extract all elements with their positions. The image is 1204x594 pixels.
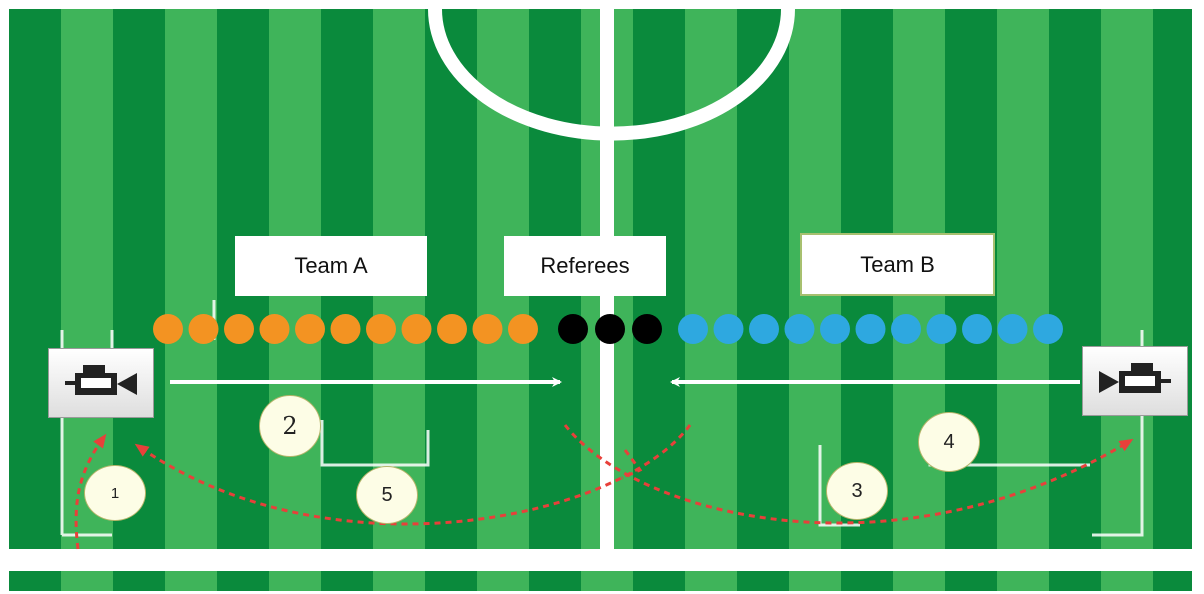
pitch-stripe <box>165 9 217 591</box>
pitch-stripe <box>1101 9 1153 591</box>
team-b-player-dot <box>926 314 957 344</box>
step-1-badge: 1 <box>84 465 146 521</box>
step-5-badge: 5 <box>356 466 418 524</box>
team-b-player-dot <box>1033 314 1063 344</box>
team-b-label: Team B <box>800 233 995 296</box>
team-a-player-dot <box>188 314 219 344</box>
touchline <box>9 549 1192 571</box>
video-camera-icon <box>48 348 154 418</box>
team-b-player-dot <box>820 314 850 344</box>
team-a-player-dot <box>330 314 361 344</box>
referee-dot <box>632 314 662 344</box>
team-b-player-dot <box>891 314 921 344</box>
path-step-1 <box>74 433 107 550</box>
pitch-stripe <box>269 9 321 591</box>
team-b-player-dot <box>997 314 1028 344</box>
player-row <box>153 314 1063 344</box>
referees-label: Referees <box>504 236 666 296</box>
referee-dot <box>595 314 625 344</box>
pitch-stripe <box>997 9 1049 591</box>
team-a-player-dot <box>295 314 325 344</box>
team-a-player-dot <box>472 314 503 344</box>
step-4-badge: 4 <box>918 412 980 472</box>
path-step-5 <box>134 424 692 526</box>
team-a-player-dot <box>437 314 467 344</box>
team-b-player-dot <box>713 314 744 344</box>
team-b-player-dot <box>784 314 815 344</box>
pitch-stripe <box>893 9 945 591</box>
video-camera-icon <box>1082 346 1188 416</box>
team-a-player-dot <box>153 314 183 344</box>
team-a-player-dot <box>401 314 432 344</box>
team-b-player-dot <box>962 314 992 344</box>
team-a-player-dot <box>366 314 396 344</box>
team-a-player-dot <box>259 314 290 344</box>
step-2-badge: 2 <box>259 395 321 457</box>
path-step-3 <box>563 424 1134 525</box>
team-a-label: Team A <box>235 236 427 296</box>
team-a-player-dot <box>508 314 538 344</box>
referee-dot <box>558 314 588 344</box>
path-crossover <box>621 449 643 480</box>
team-b-player-dot <box>855 314 886 344</box>
team-b-player-dot <box>678 314 708 344</box>
step-3-badge: 3 <box>826 462 888 520</box>
team-a-player-dot <box>224 314 254 344</box>
team-b-player-dot <box>749 314 779 344</box>
